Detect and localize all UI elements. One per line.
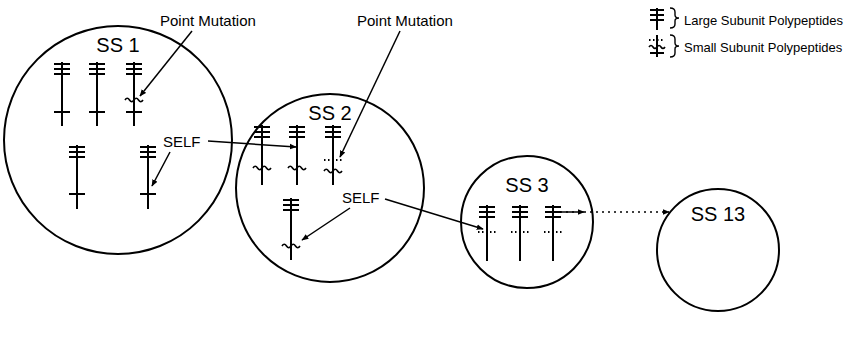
population-label: SS 1 [96, 35, 139, 55]
legend-text: Small Subunit Polypeptides [684, 40, 842, 55]
polypeptide-glyph [288, 125, 306, 185]
large-subunit-tick [69, 146, 85, 148]
small-subunit-bar [89, 111, 105, 113]
legend-sample [649, 35, 665, 57]
large-subunit-tick [254, 126, 270, 128]
large-subunit-tick [69, 156, 85, 158]
large-subunit-tick [545, 211, 561, 213]
large-subunit-tick [89, 63, 105, 65]
large-subunit-tick [283, 209, 299, 211]
small-subunit-wave [125, 98, 143, 102]
polypeptide-glyph [511, 205, 529, 261]
small-subunit-bar [126, 111, 142, 113]
self-note: SELF [161, 133, 203, 150]
large-subunit-tick [126, 73, 142, 75]
polypeptide-glyph [282, 198, 300, 260]
polypeptide-stem [76, 145, 78, 209]
legend-text: Large Subunit Polypeptides [684, 13, 843, 28]
polypeptide-glyph [478, 205, 496, 261]
small-subunit-bar [140, 193, 156, 195]
polypeptide-stem [261, 125, 263, 185]
large-subunit-tick [140, 146, 156, 148]
legend-sample [650, 8, 664, 30]
population-circle: SS 2 [235, 93, 425, 283]
small-subunit-dots [324, 159, 342, 161]
large-subunit-tick [89, 73, 105, 75]
small-subunit-bar [54, 111, 70, 113]
lineage-arrow [385, 199, 483, 229]
large-subunit-tick [545, 216, 561, 218]
polypeptide-stem [61, 62, 63, 126]
polypeptide-glyph [54, 62, 70, 126]
lineage-arrow [560, 211, 669, 213]
large-subunit-tick [289, 131, 305, 133]
large-subunit-tick [325, 136, 341, 138]
polypeptide-stem [332, 125, 334, 185]
leader-arrow [302, 208, 350, 240]
large-subunit-tick [479, 206, 495, 208]
large-subunit-tick [325, 126, 341, 128]
self-note: SELF [340, 189, 382, 206]
large-subunit-tick [54, 73, 70, 75]
polypeptide-stem [290, 198, 292, 260]
large-subunit-tick [254, 136, 270, 138]
large-subunit-tick [140, 151, 156, 153]
polypeptide-stem [147, 145, 149, 209]
small-subunit-wave [288, 166, 306, 170]
polypeptide-glyph [140, 145, 156, 209]
large-subunit-tick [254, 131, 270, 133]
large-subunit-tick [283, 199, 299, 201]
small-subunit-bar [69, 193, 85, 195]
large-subunit-tick [289, 136, 305, 138]
large-subunit-tick [126, 63, 142, 65]
mutation-note: Point Mutation [158, 12, 258, 29]
large-subunit-tick [54, 63, 70, 65]
legend-brace [670, 35, 679, 57]
large-subunit-tick [325, 131, 341, 133]
polypeptide-glyph [253, 125, 271, 185]
population-label: SS 3 [505, 175, 548, 195]
large-subunit-tick [54, 68, 70, 70]
large-subunit-tick [545, 206, 561, 208]
polypeptide-stem [96, 62, 98, 126]
population-circle: SS 3 [460, 155, 594, 289]
legend-brace [670, 8, 679, 28]
polypeptide-glyph [544, 205, 562, 261]
polypeptide-glyph [89, 62, 105, 126]
large-subunit-tick [126, 68, 142, 70]
leader-arrow [140, 31, 192, 96]
small-subunit-dots [478, 231, 496, 233]
large-subunit-tick [289, 126, 305, 128]
polypeptide-glyph [125, 62, 143, 126]
polypeptide-glyph [324, 125, 342, 185]
small-subunit-wave [253, 166, 271, 170]
population-label: SS 2 [308, 103, 351, 123]
large-subunit-tick [283, 204, 299, 206]
large-subunit-tick [479, 216, 495, 218]
mutation-note: Point Mutation [355, 12, 455, 29]
large-subunit-tick [512, 211, 528, 213]
large-subunit-tick [89, 68, 105, 70]
leader-arrow [152, 152, 170, 186]
population-label: SS 13 [691, 204, 745, 224]
small-subunit-dots [544, 231, 562, 233]
large-subunit-tick [69, 151, 85, 153]
legend-item: Small Subunit Polypeptides [684, 38, 842, 56]
polypeptide-glyph [69, 145, 85, 209]
polypeptide-stem [133, 62, 135, 126]
lineage-arrow [208, 141, 296, 147]
small-subunit-dots [511, 231, 529, 233]
large-subunit-tick [512, 216, 528, 218]
legend-item: Large Subunit Polypeptides [684, 11, 843, 29]
large-subunit-tick [512, 206, 528, 208]
population-circle: SS 13 [656, 188, 780, 312]
polypeptide-stem [296, 125, 298, 185]
large-subunit-tick [479, 211, 495, 213]
large-subunit-tick [140, 156, 156, 158]
small-subunit-wave [282, 244, 300, 248]
small-subunit-wave [324, 169, 342, 173]
